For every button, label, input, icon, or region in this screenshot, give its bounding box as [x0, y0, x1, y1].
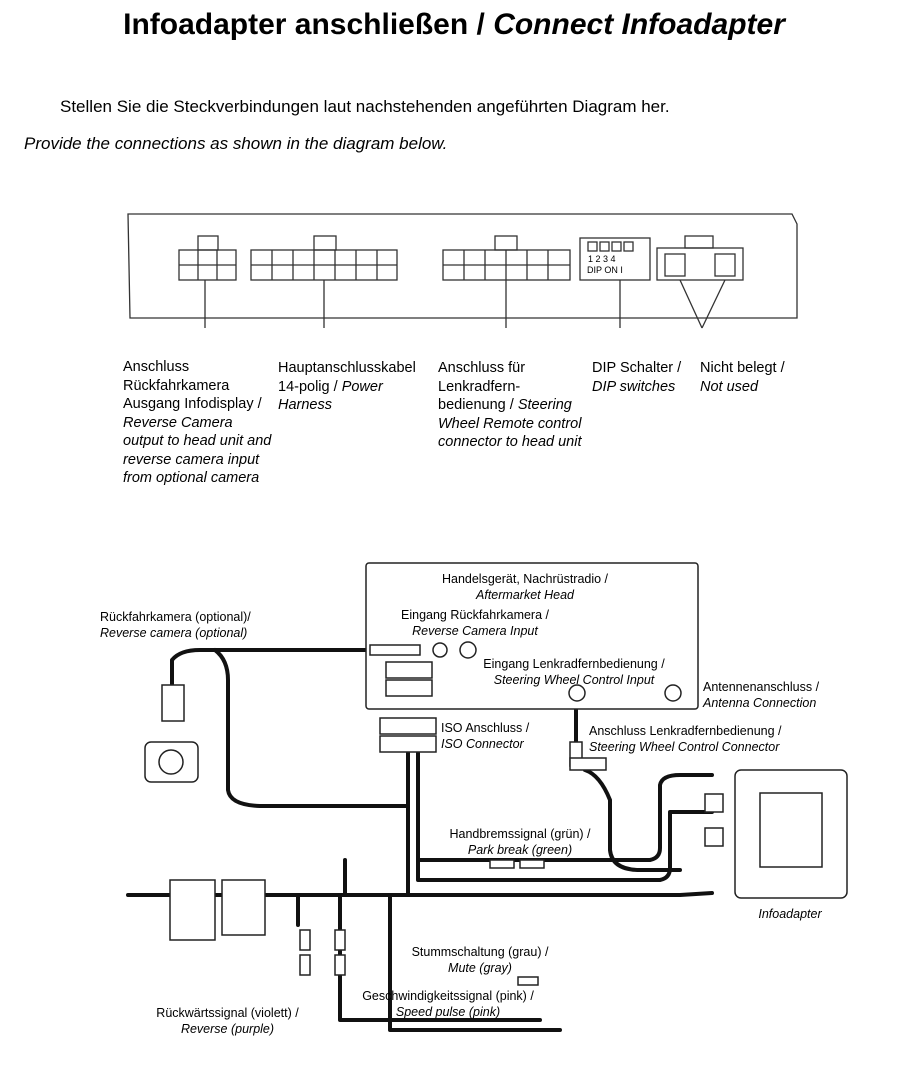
label-camera-input: Eingang Rückfahrkamera /Reverse Camera I… — [401, 608, 549, 638]
dip-numbers: 1 2 3 4 — [588, 254, 616, 264]
label-head-unit: Handelsgerät, Nachrüstradio /Aftermarket… — [441, 572, 609, 602]
label-swc-connector: Anschluss Lenkradfernbedienung /Steering… — [589, 724, 782, 754]
label-camera-connector: Anschluss Rückfahrkamera Ausgang Infodis… — [123, 359, 272, 486]
label-reverse-camera: Rückfahrkamera (optional)/Reverse camera… — [100, 610, 251, 640]
label-handbrake: Handbremssignal (grün) /Park break (gree… — [449, 827, 591, 857]
iso-connector — [379, 717, 437, 735]
head-unit — [365, 562, 699, 710]
label-speed-pulse: Geschwindigkeitssignal (pink) /Speed pul… — [362, 989, 534, 1019]
label-not-used: Nicht belegt / Not used — [700, 360, 785, 395]
label-antenna: Antennenanschluss /Antenna Connection — [703, 680, 820, 710]
label-swc-input: Eingang Lenkradfernbedienung /Steering W… — [483, 657, 665, 687]
label-iso-connector: ISO Anschluss /ISO Connector — [441, 721, 530, 751]
main-harness — [126, 891, 714, 897]
label-dip-switches: DIP Schalter / DIP switches — [592, 360, 682, 395]
label-steering-wheel-connector: Anschluss für Lenkradfern-bedienung / St… — [438, 360, 582, 450]
dip-text: DIP ON I — [587, 265, 623, 275]
label-mute: Stummschaltung (grau) /Mute (gray) — [411, 945, 549, 975]
label-power-harness: Hauptanschlusskabel 14-polig / Power Har… — [278, 360, 416, 413]
label-reverse-signal: Rückwärtssignal (violett) /Reverse (purp… — [156, 1006, 299, 1036]
module-housing — [127, 213, 798, 319]
intro-german: Stellen Sie die Steckverbindungen laut n… — [60, 97, 670, 116]
dip-switch — [579, 237, 651, 281]
label-infoadapter: Infoadapter — [758, 907, 822, 921]
page-title: Infoadapter anschließen / Connect Infoad… — [123, 8, 785, 41]
intro-english: Provide the connections as shown in the … — [24, 134, 448, 153]
